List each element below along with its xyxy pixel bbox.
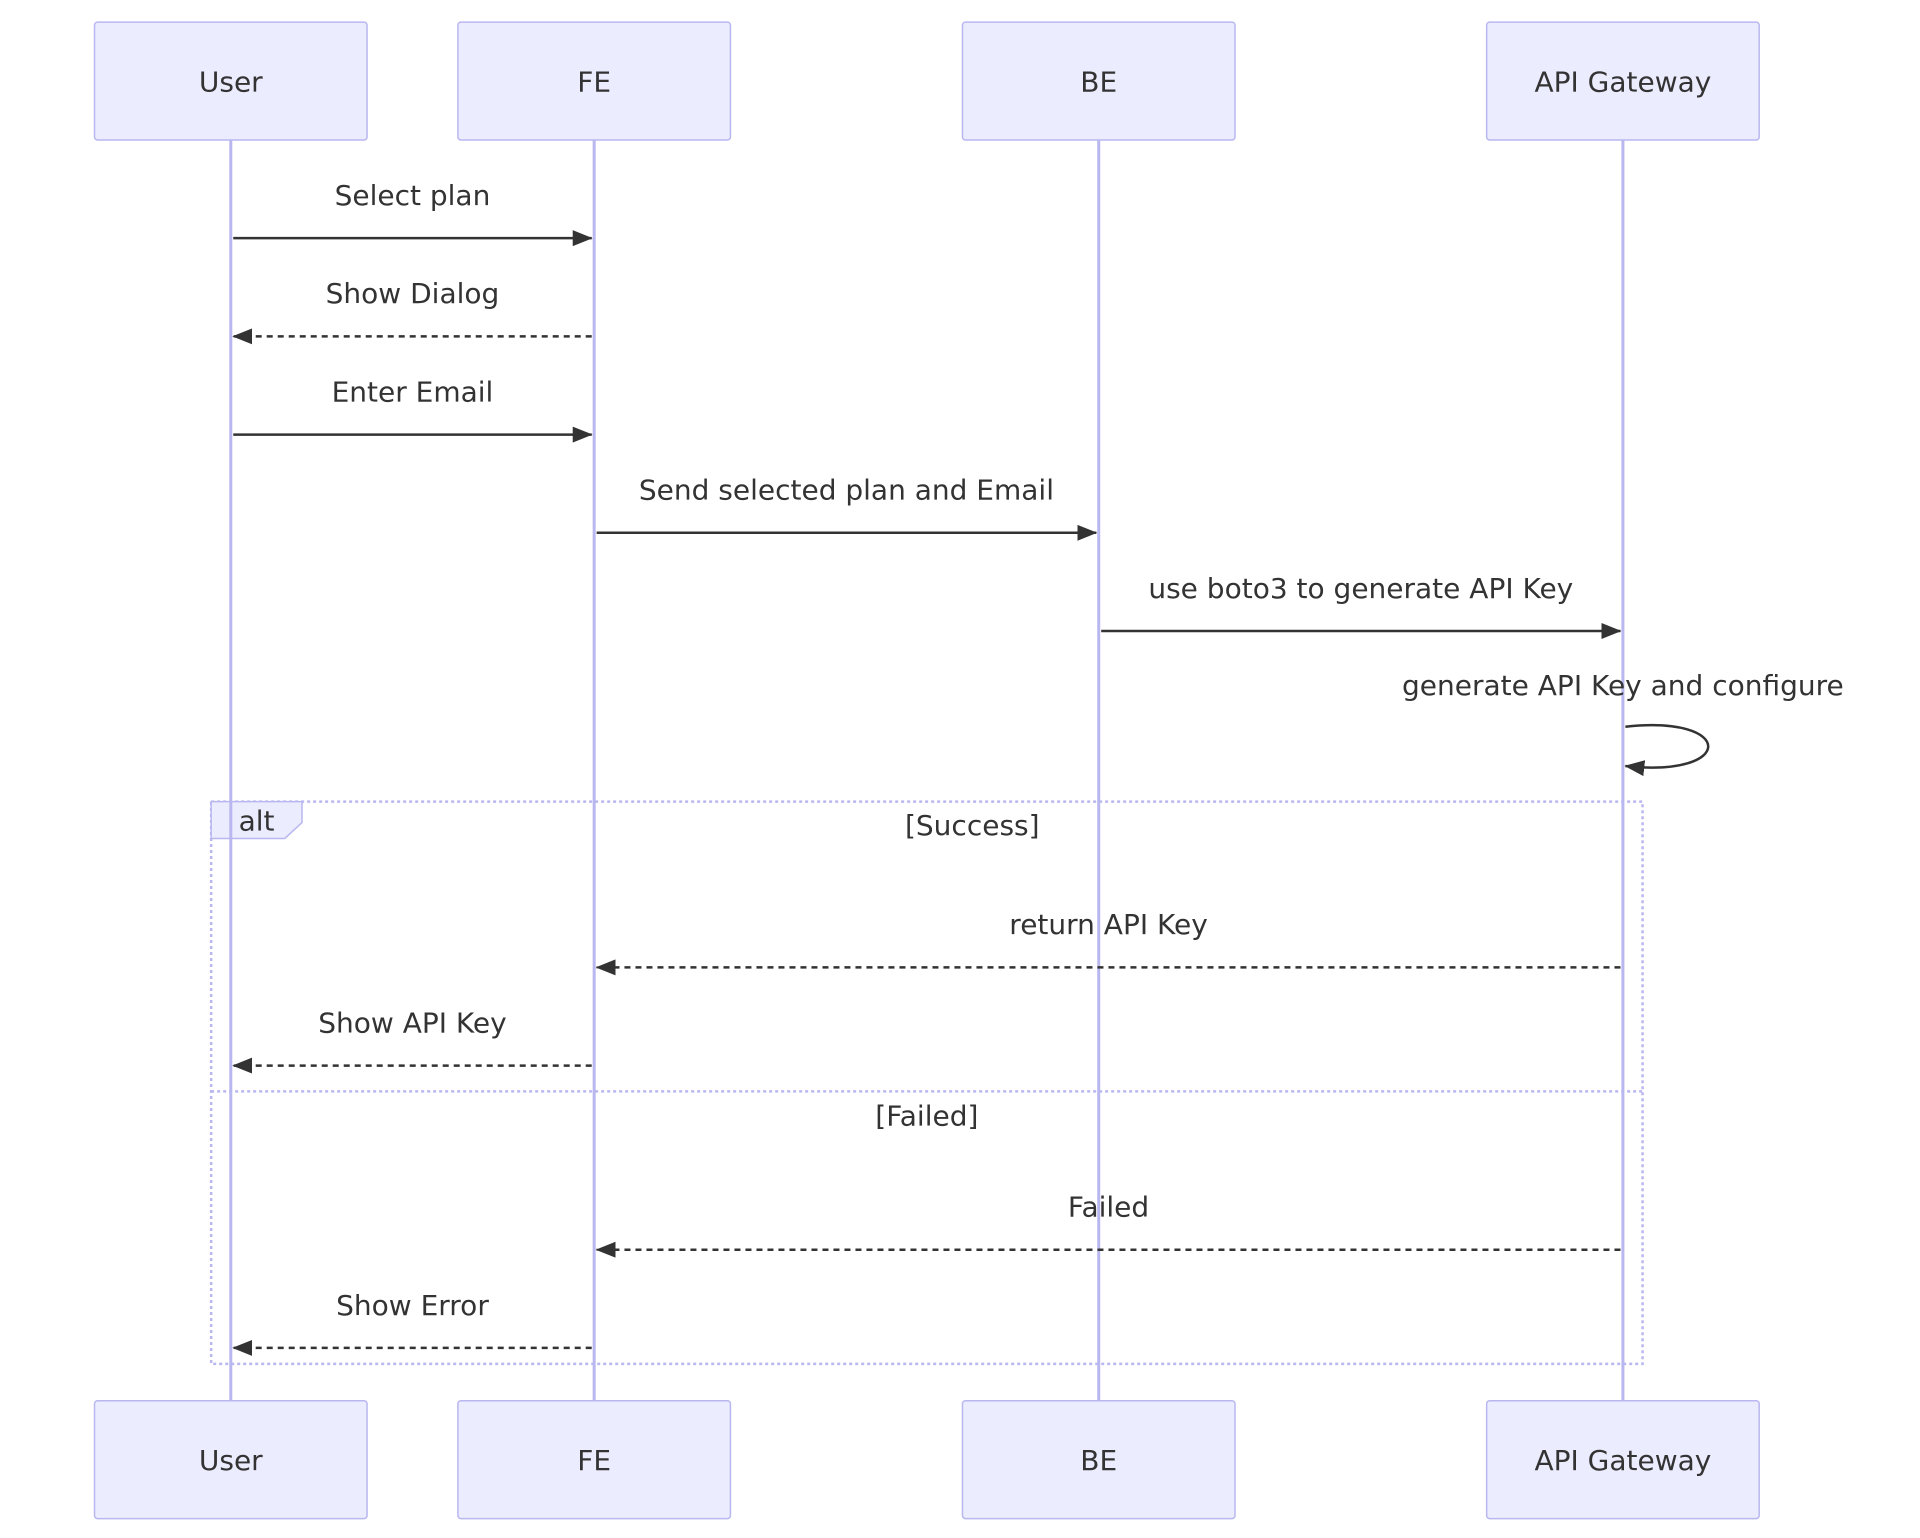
message-label: Failed (1068, 1191, 1149, 1224)
participant-gw-bottom: API Gateway (1485, 1399, 1760, 1520)
participant-gw-top: API Gateway (1485, 21, 1760, 141)
message-label: use boto3 to generate API Key (1148, 572, 1573, 605)
alt-tag-box (210, 800, 303, 840)
message-9: Failed (595, 1191, 1621, 1258)
alt-tag-label: alt (239, 805, 275, 838)
participant-box (961, 1399, 1236, 1520)
participant-box (961, 21, 1236, 141)
participant-label: BE (1080, 1444, 1117, 1477)
participant-label: User (199, 65, 263, 98)
alt-frame-border (209, 800, 1644, 1366)
message-label: Show Error (336, 1289, 489, 1322)
message-4: Send selected plan and Email (596, 474, 1098, 541)
message-3: Enter Email (233, 375, 593, 443)
message-label: Enter Email (332, 375, 494, 408)
participant-fe-bottom: FE (457, 1399, 732, 1520)
participant-box (457, 21, 732, 141)
participant-be-bottom: BE (961, 1399, 1236, 1520)
message-1: Select plan (233, 179, 593, 247)
participant-label: FE (577, 1444, 611, 1477)
participant-label: API Gateway (1534, 1444, 1711, 1477)
lifelines-layer (229, 139, 1625, 1401)
message-6: generate API Key and configure (1402, 669, 1844, 777)
participant-box (1485, 21, 1760, 141)
message-5: use boto3 to generate API Key (1101, 572, 1622, 639)
alt-condition-failed: [Failed] (875, 1100, 978, 1133)
participant-box (93, 21, 368, 141)
message-label: generate API Key and configure (1402, 669, 1844, 702)
alt-condition-success: [Success] (905, 809, 1040, 842)
participant-fe-top: FE (457, 21, 732, 141)
message-label: Send selected plan and Email (639, 474, 1054, 507)
participant-box (93, 1399, 368, 1520)
alt-frame-layer: alt [Success] [Failed] (209, 800, 1644, 1366)
message-label: Select plan (335, 179, 491, 212)
participant-user-bottom: User (93, 1399, 368, 1520)
participant-user-top: User (93, 21, 368, 141)
participant-box (1485, 1399, 1760, 1520)
participant-box (457, 1399, 732, 1520)
participant-label: User (199, 1444, 263, 1477)
message-label: Show API Key (318, 1006, 506, 1039)
participant-be-top: BE (961, 21, 1236, 141)
message-label: return API Key (1009, 908, 1207, 941)
participant-label: API Gateway (1534, 65, 1711, 98)
participant-label: BE (1080, 65, 1117, 98)
alt-frame: alt [Success] [Failed] (209, 800, 1644, 1366)
message-7: return API Key (595, 908, 1621, 976)
message-label: Show Dialog (326, 277, 500, 310)
message-arrow (1624, 724, 1710, 777)
message-8: Show API Key (232, 1006, 592, 1074)
message-10: Show Error (232, 1289, 592, 1356)
participant-label: FE (577, 65, 611, 98)
message-2: Show Dialog (232, 277, 592, 345)
